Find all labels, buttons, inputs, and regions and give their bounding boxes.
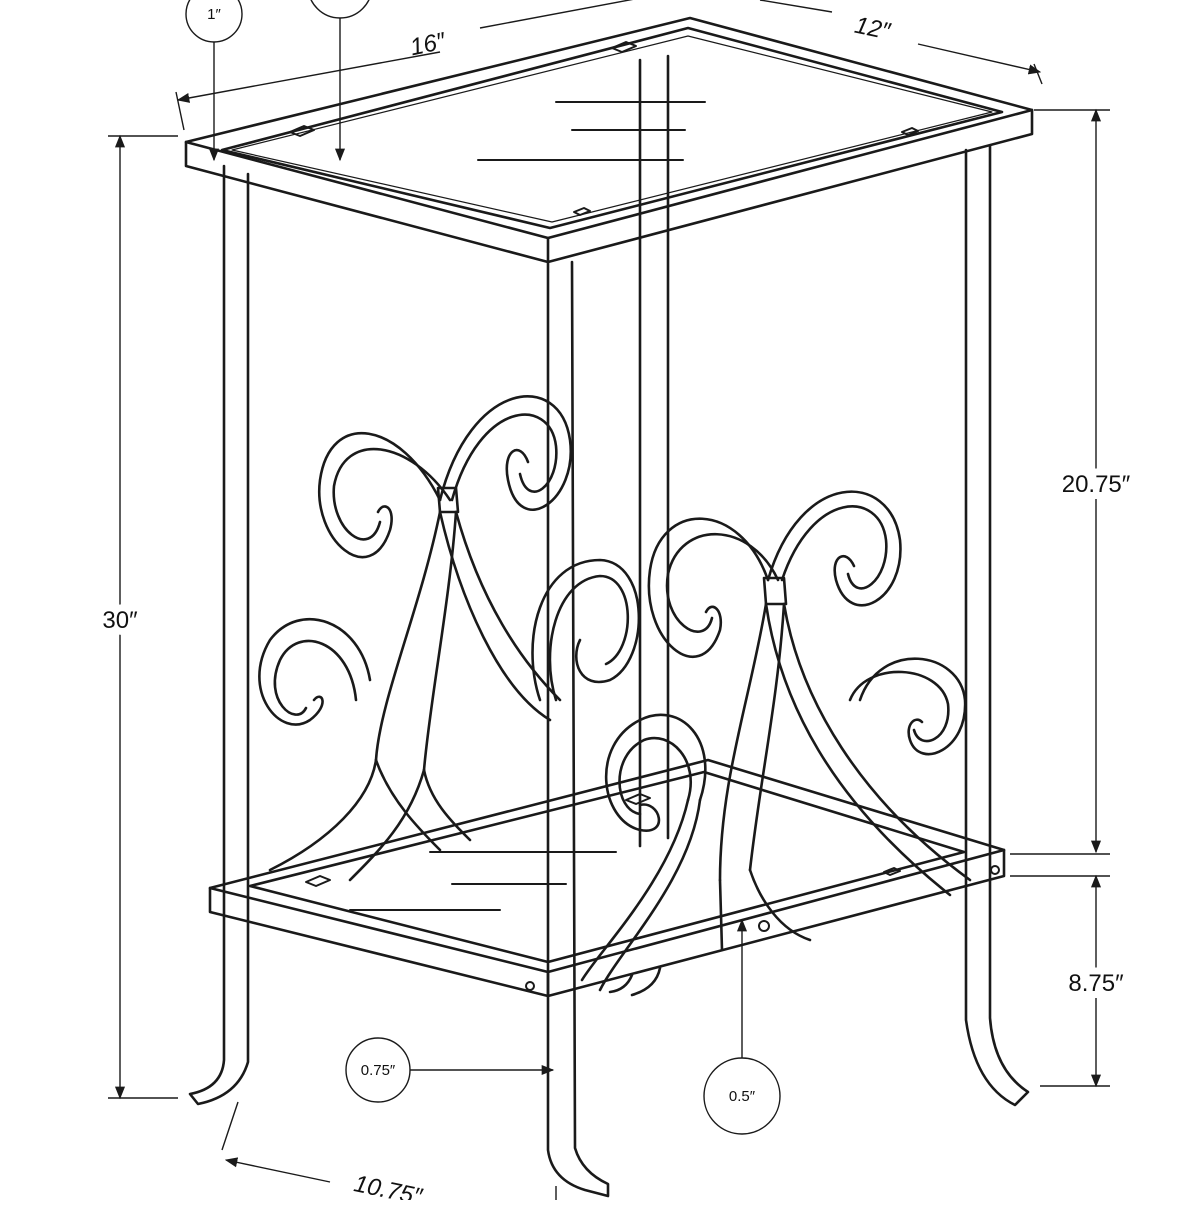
top-depth-label: 12″	[852, 12, 894, 46]
callout-shelf-label: 0.5″	[729, 1088, 756, 1105]
callout-circle-leg	[345, 1037, 411, 1103]
top-width-label: 16″	[408, 27, 450, 61]
legs	[188, 54, 1030, 1198]
scrollwork	[258, 395, 972, 992]
callout-circle-top-center	[310, 0, 370, 19]
lower-shelf	[208, 758, 1006, 998]
callout-circle-shelf	[703, 1057, 781, 1135]
total-height-label: 30″	[102, 607, 138, 634]
bottom-depth-label: 10.75″	[352, 1170, 426, 1200]
callout-top-left-label: 1″	[207, 6, 221, 23]
clip-icons	[289, 41, 919, 216]
callout-leg-label: 0.75″	[361, 1062, 396, 1079]
dimension-lines	[108, 0, 1110, 1200]
table-top	[184, 16, 1034, 264]
callout-circle-top-left	[185, 0, 243, 43]
lower-height-label: 8.75″	[1068, 970, 1124, 997]
upper-height-label: 20.75″	[1062, 471, 1131, 498]
